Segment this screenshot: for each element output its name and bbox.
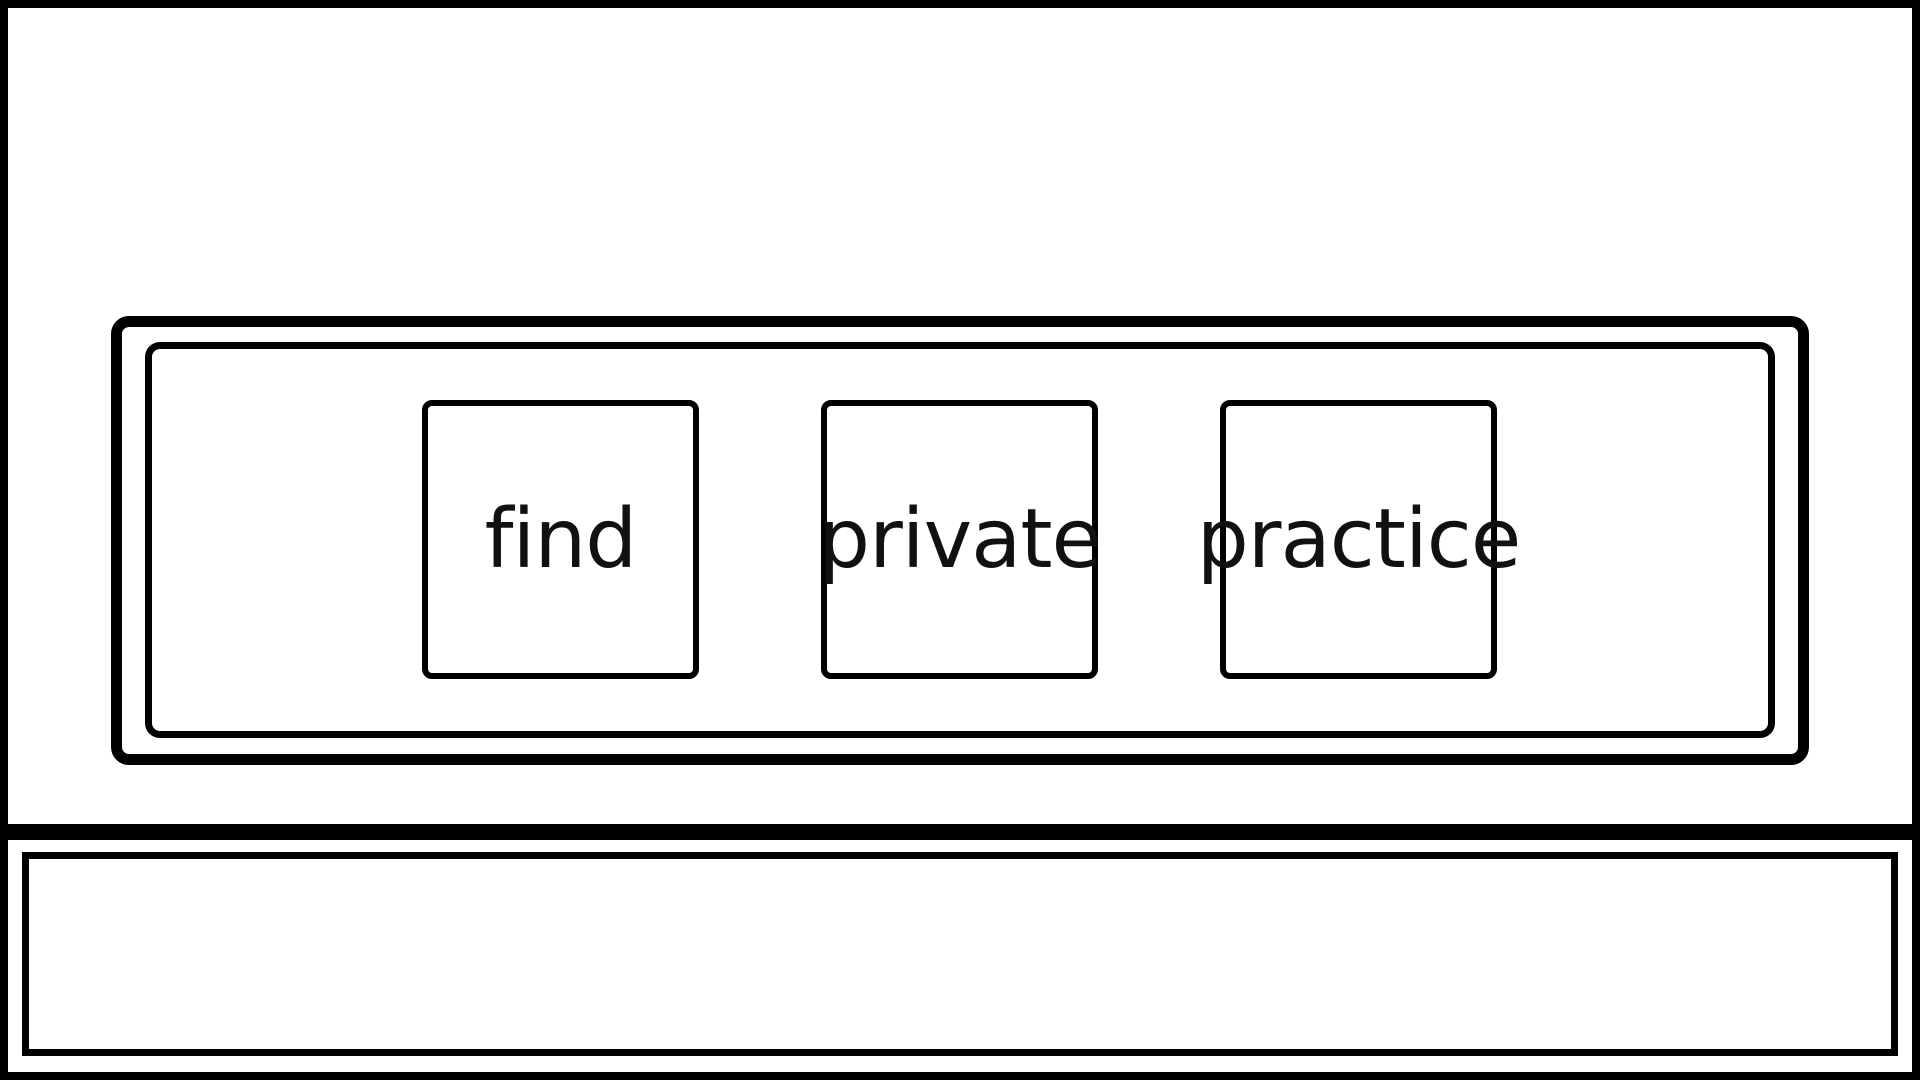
word-card-label: practice bbox=[1196, 491, 1522, 587]
word-card-private[interactable]: private bbox=[818, 400, 1102, 679]
word-card-label: private bbox=[818, 491, 1102, 587]
word-card-find[interactable]: find bbox=[422, 400, 699, 679]
word-card-practice[interactable]: practice bbox=[1197, 400, 1521, 679]
answer-drop-zone[interactable] bbox=[22, 852, 1898, 1056]
word-card-label: find bbox=[484, 491, 638, 587]
